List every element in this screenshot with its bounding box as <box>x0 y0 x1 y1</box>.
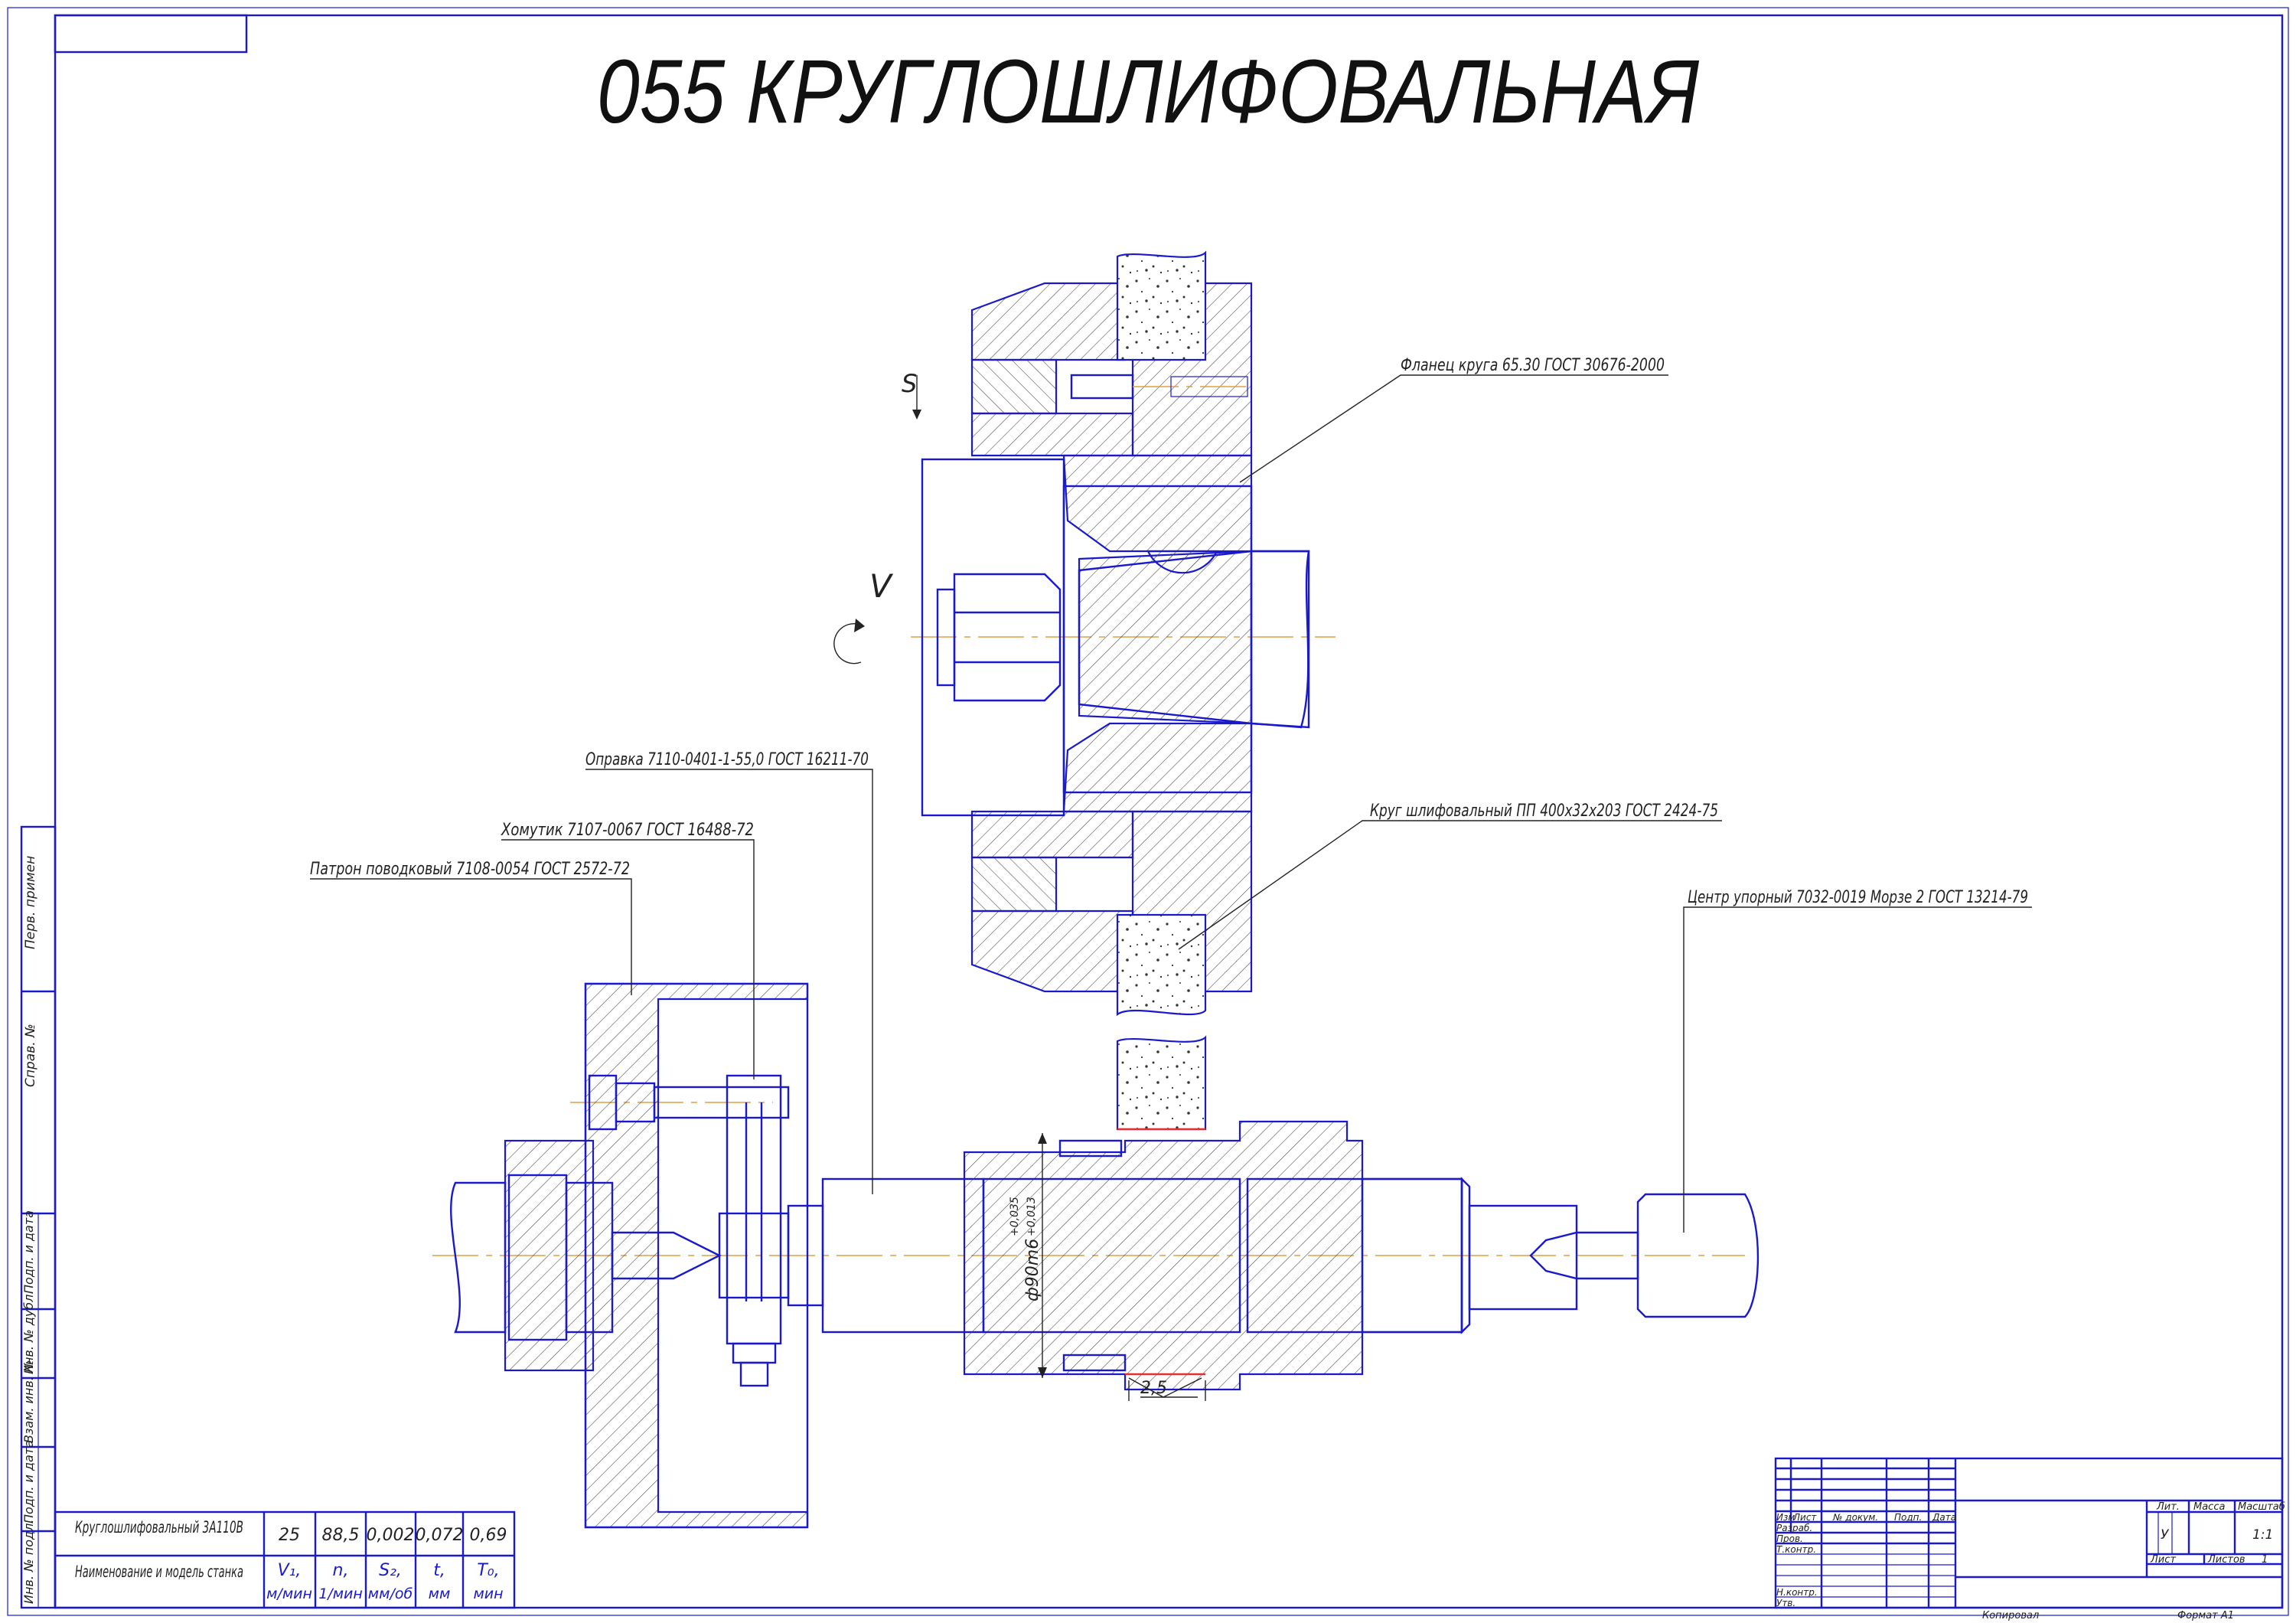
machine-name: Круглошлифовальный 3А110В <box>75 1518 243 1536</box>
tb-lit-value: У <box>2161 1527 2170 1543</box>
mode-value: 0,69 <box>470 1526 507 1545</box>
diameter-label: ф90m6 <box>1023 1239 1042 1301</box>
mode-unit: м/мин <box>266 1585 312 1602</box>
tb-sheet-label: Лист <box>2150 1554 2176 1566</box>
grinding-head: S V <box>833 250 1336 1017</box>
callout-center: Центр упорный 7032-0019 Морзе 2 ГОСТ 132… <box>1688 888 2028 907</box>
stamp-label: Инв. № дубл. <box>21 1291 36 1374</box>
mode-unit: мм/об <box>368 1585 413 1602</box>
mode-unit: мм <box>429 1585 451 1602</box>
mode-value: 0,072 <box>416 1526 464 1545</box>
callouts: Фланец круга 65.30 ГОСТ 30676-2000 Круг … <box>310 356 2032 1233</box>
mode-unit: мин <box>473 1585 503 1602</box>
tolerance-lower: +0,013 <box>1026 1197 1038 1236</box>
sheet-frame <box>7 7 2289 1616</box>
tb-col: Изм <box>1776 1512 1795 1523</box>
stamp-label: Справ. № <box>23 1024 38 1087</box>
tb-format: Формат А1 <box>2177 1610 2234 1621</box>
work-assembly: ф90m6 +0,035 +0,013 2,5 <box>432 982 1760 1529</box>
tb-row: Т.контр. <box>1776 1544 1816 1555</box>
tb-copied: Копировал <box>1982 1610 2039 1621</box>
mode-param: T₀, <box>477 1561 499 1580</box>
tb-scale-label: Масштаб <box>2238 1501 2285 1513</box>
tb-row: Утв. <box>1776 1598 1795 1608</box>
stamp-label: Подп. и дата <box>21 1440 36 1523</box>
mode-table: Круглошлифовальный 3А110В Наименование и… <box>54 1510 516 1609</box>
mode-value: 25 <box>279 1526 300 1545</box>
tb-row: Н.контр. <box>1776 1587 1818 1598</box>
mode-param: V₁, <box>278 1561 302 1580</box>
stamp-label: Перв. примен <box>23 856 38 949</box>
stamp-label: Инв. № подл. <box>21 1520 36 1604</box>
mode-value: 0,002 <box>367 1526 415 1545</box>
mode-param: S₂, <box>379 1561 402 1580</box>
callout-wheel: Круг шлифовальный ПП 400х32х203 ГОСТ 242… <box>1370 802 1718 821</box>
tb-row: Пров. <box>1776 1533 1803 1544</box>
tb-col: Подп. <box>1894 1512 1922 1523</box>
mode-value: 88,5 <box>322 1526 360 1545</box>
speed-symbol: V <box>869 567 894 605</box>
tb-col: № докум. <box>1832 1512 1878 1523</box>
stamp-label: Подп. и дата <box>21 1210 36 1294</box>
callout-clamp: Хомутик 7107-0067 ГОСТ 16488-72 <box>501 821 754 840</box>
machine-header: Наименование и модель станка <box>75 1563 243 1581</box>
title-block: Изм Лист № докум. Подп. Дата Разраб. Про… <box>1774 1457 2285 1621</box>
tolerance-upper: +0,035 <box>1009 1197 1021 1236</box>
callout-flange: Фланец круга 65.30 ГОСТ 30676-2000 <box>1401 356 1665 375</box>
side-stamp: Перв. примен Справ. № Подп. и дата Инв. … <box>20 825 57 1609</box>
tb-col: Дата <box>1932 1512 1956 1523</box>
stamp-label: Взам. инв. № <box>21 1360 36 1443</box>
surface-mark: 2,5 <box>1140 1379 1167 1398</box>
callout-mandrel: Оправка 7110-0401-1-55,0 ГОСТ 16211-70 <box>585 750 869 769</box>
tb-col: Лист <box>1792 1512 1817 1523</box>
tb-scale-value: 1:1 <box>2252 1527 2273 1543</box>
mode-unit: 1/мин <box>318 1585 363 1602</box>
tb-sheets-label: Листов <box>2207 1554 2245 1566</box>
mode-param: t, <box>433 1561 445 1580</box>
callout-chuck: Патрон поводковый 7108-0054 ГОСТ 2572-72 <box>310 860 630 879</box>
tb-row: Разраб. <box>1776 1523 1812 1533</box>
drawing-title: 055 КРУГЛОШЛИФОВАЛЬНАЯ <box>597 41 1699 142</box>
tb-lit-label: Лит. <box>2156 1501 2180 1513</box>
tb-sheets-value: 1 <box>2262 1554 2268 1566</box>
mode-param: n, <box>333 1561 349 1580</box>
feed-symbol: S <box>902 369 917 398</box>
tb-mass-label: Масса <box>2193 1501 2225 1513</box>
